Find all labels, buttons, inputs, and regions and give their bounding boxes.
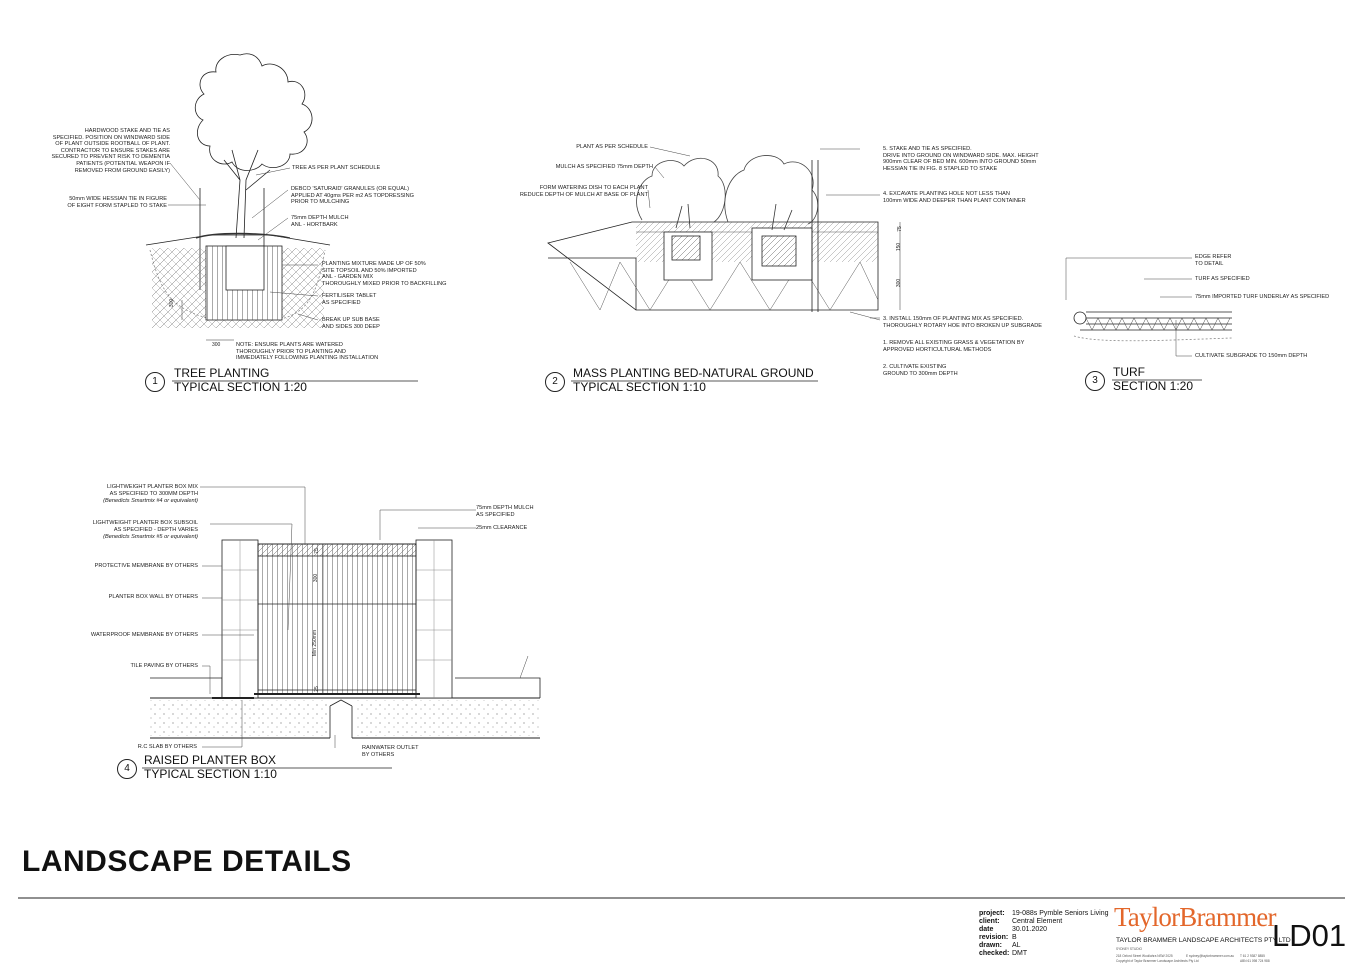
tb-checked-key: checked:	[979, 950, 1010, 957]
mass-detail-number: 2	[545, 372, 565, 392]
firm-name: TAYLOR BRAMMER LANDSCAPE ARCHITECTS PTY …	[1116, 937, 1291, 944]
firm-copyright: Copyright of Taylor Brammer Landscape Ar…	[1116, 959, 1199, 963]
tree-dim-width: 300	[212, 342, 221, 348]
turf-note-turf: TURF AS SPECIFIED	[1195, 276, 1250, 282]
tb-revision-key: revision:	[979, 934, 1009, 941]
tree-note-schedule: TREE AS PER PLANT SCHEDULE	[292, 165, 381, 171]
tb-project-key: project:	[979, 910, 1005, 917]
sheet-title: LANDSCAPE DETAILS	[22, 845, 352, 878]
turf-detail-subtitle: SECTION 1:20	[1113, 379, 1194, 393]
planter-note-wall: PLANTER BOX WALL BY OTHERS	[108, 594, 198, 600]
mass-note-cultivate: 2. CULTIVATE EXISTING GROUND TO 300mm DE…	[883, 364, 958, 377]
planter-note-paving: TILE PAVING BY OTHERS	[130, 663, 198, 669]
planter-note-clearance: 25mm CLEARANCE	[476, 525, 528, 531]
mass-detail-subtitle: TYPICAL SECTION 1:10	[573, 380, 706, 394]
tree-dim-depth: 300	[169, 298, 176, 308]
tree-detail-subtitle: TYPICAL SECTION 1:20	[174, 380, 307, 394]
turf-detail-number: 3	[1085, 371, 1105, 391]
tree-note-planting-mix: PLANTING MIXTURE MADE UP OF 50% SITE TOP…	[322, 261, 447, 287]
tree-note-hessian: 50mm WIDE HESSIAN TIE IN FIGURE OF EIGHT…	[67, 196, 167, 209]
tree-note-watering: NOTE: ENSURE PLANTS ARE WATERED THOROUGH…	[236, 342, 379, 362]
planter-dim-mix: 300	[313, 573, 320, 583]
mass-note-stake: 5. STAKE AND TIE AS SPECIFIED. DRIVE INT…	[883, 146, 1039, 172]
detail-title-lines	[18, 379, 1345, 899]
planter-note-waterproof: WATERPROOF MEMBRANE BY OTHERS	[90, 632, 198, 638]
tb-client-key: client:	[979, 918, 1000, 925]
turf-note-subgrade: CULTIVATE SUBGRADE TO 150mm DEPTH	[1195, 353, 1308, 359]
tree-note-stake: HARDWOOD STAKE AND TIE AS SPECIFIED. POS…	[51, 128, 170, 174]
planter-note-slab: R.C SLAB BY OTHERS	[137, 744, 197, 750]
planter-note-mix: LIGHTWEIGHT PLANTER BOX MIX AS SPECIFIED…	[107, 484, 198, 497]
firm-abn: ABN 61 098 724 988	[1240, 959, 1270, 963]
planter-box-drawing	[150, 486, 541, 748]
planter-dim-subsoil: Min 250mm	[312, 629, 319, 657]
tb-drawn-value: AL	[1012, 942, 1021, 949]
turf-detail-title: TURF	[1113, 365, 1145, 379]
tree-planting-drawing	[145, 53, 331, 341]
tree-detail-number: 1	[145, 372, 165, 392]
planter-note-mix-product: (Benedicts Smartmix #4 or equivalent)	[103, 498, 198, 504]
tb-client-value: Central Element	[1012, 918, 1063, 925]
tb-date-value: 30.01.2020	[1012, 926, 1048, 933]
mass-dim-ground: 300	[896, 278, 903, 288]
tree-note-mulch: 75mm DEPTH MULCH ANL - HORTBARK	[291, 215, 349, 228]
firm-email: E sydney@taylorbrammer.com.au	[1186, 954, 1235, 958]
planter-dim-clearance: 25	[313, 686, 320, 692]
mass-dim-mix: 150	[896, 242, 903, 252]
turf-drawing	[1065, 257, 1233, 357]
mass-note-plant: PLANT AS PER SCHEDULE	[576, 144, 648, 150]
planter-detail-subtitle: TYPICAL SECTION 1:10	[144, 767, 277, 781]
mass-detail-title: MASS PLANTING BED-NATURAL GROUND	[573, 366, 814, 380]
planter-note-mulch: 75mm DEPTH MULCH AS SPECIFIED	[476, 505, 534, 518]
tree-note-fertiliser: FERTILISER TABLET AS SPECIFIED	[322, 293, 377, 306]
company-logo: TaylorBrammer	[1114, 902, 1276, 932]
tree-note-subbase: BREAK UP SUB BASE AND SIDES 300 DEEP	[322, 317, 380, 330]
mass-planting-drawing	[547, 146, 901, 321]
tb-revision-value: B	[1012, 934, 1017, 941]
mass-note-mulch: MULCH AS SPECIFIED 75mm DEPTH	[555, 164, 653, 170]
tb-project-value: 19-088s Pymble Seniors Living	[1012, 910, 1109, 917]
mass-note-install: 3. INSTALL 150mm OF PLANTING MIX AS SPEC…	[883, 316, 1043, 329]
planter-note-subsoil-product: (Benedicts Smartmix #5 or equivalent)	[103, 534, 198, 540]
firm-phone: T 61 2 9387 8855	[1240, 954, 1265, 958]
tree-detail-title: TREE PLANTING	[174, 366, 270, 380]
planter-note-subsoil: LIGHTWEIGHT PLANTER BOX SUBSOIL AS SPECI…	[92, 520, 198, 533]
turf-note-underlay: 75mm IMPORTED TURF UNDERLAY AS SPECIFIED	[1195, 294, 1330, 300]
planter-note-outlet: RAINWATER OUTLET BY OTHERS	[362, 745, 419, 758]
planter-dim-mulch: 75	[313, 548, 320, 554]
planter-detail-title: RAISED PLANTER BOX	[144, 753, 277, 767]
planter-note-protective: PROTECTIVE MEMBRANE BY OTHERS	[94, 563, 198, 569]
tree-note-saturaid: DEBCO 'SATURAID' GRANULES (OR EQUAL) APP…	[291, 186, 415, 206]
tb-checked-value: DMT	[1012, 950, 1028, 957]
mass-note-watering: FORM WATERING DISH TO EACH PLANT REDUCE …	[519, 185, 648, 198]
mass-note-remove: 1. REMOVE ALL EXISTING GRASS & VEGETATIO…	[883, 340, 1025, 353]
tb-date-key: date	[979, 926, 994, 933]
mass-note-excavate: 4. EXCAVATE PLANTING HOLE NOT LESS THAN …	[883, 191, 1026, 204]
firm-studio: SYDNEY STUDIO	[1116, 947, 1142, 951]
tb-drawn-key: drawn:	[979, 942, 1002, 949]
planter-detail-number: 4	[117, 759, 137, 779]
firm-address: 218 Oxford Street Woollahra NSW 2025	[1116, 954, 1173, 958]
mass-dim-mulch: 75	[896, 226, 903, 232]
drawing-number: LD01	[1272, 918, 1347, 953]
turf-note-edge: EDGE REFER TO DETAIL	[1195, 254, 1232, 267]
